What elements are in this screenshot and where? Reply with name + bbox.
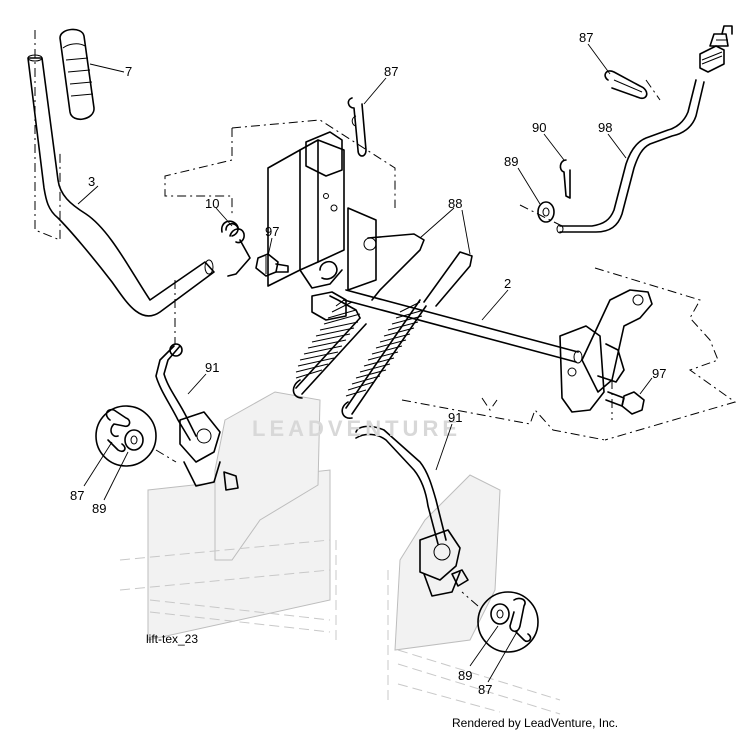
cotter-pin xyxy=(559,159,571,199)
callout-labels: 7 3 87 10 97 88 87 90 98 89 2 97 91 87 8… xyxy=(70,30,666,697)
callout-87-bottom: 87 xyxy=(478,682,492,697)
flange-bolt-left xyxy=(255,253,289,277)
callout-97-left: 97 xyxy=(265,224,279,239)
hairpin-clip-right xyxy=(604,70,648,100)
callout-3: 3 xyxy=(88,174,95,189)
link-rod-right xyxy=(355,425,469,597)
detail-inset-left xyxy=(95,405,177,467)
callout-10: 10 xyxy=(205,196,219,211)
lift-bracket xyxy=(267,131,377,321)
leader-lines xyxy=(77,43,653,683)
link-rod-left xyxy=(155,343,239,491)
assembly-guides xyxy=(34,30,737,441)
callout-90: 90 xyxy=(532,120,546,135)
callout-2: 2 xyxy=(504,276,511,291)
hairpin-clip-top xyxy=(347,97,367,157)
flange-bolt-right xyxy=(605,391,645,415)
callout-91-left: 91 xyxy=(205,360,219,375)
torsion-spring xyxy=(220,220,251,277)
callout-89-bottom: 89 xyxy=(458,668,472,683)
extension-springs xyxy=(292,233,473,419)
mower-deck-ghost xyxy=(119,391,561,715)
callout-88: 88 xyxy=(448,196,462,211)
watermark: LEADVENTURE xyxy=(252,416,461,441)
callout-87-right: 87 xyxy=(579,30,593,45)
diagram-id: lift-tex_23 xyxy=(146,632,199,646)
adjustment-rod xyxy=(556,25,733,234)
lift-lever xyxy=(27,54,215,317)
callout-87-left: 87 xyxy=(70,488,84,503)
callout-87-top: 87 xyxy=(384,64,398,79)
callout-89-right: 89 xyxy=(504,154,518,169)
callout-97-right: 97 xyxy=(652,366,666,381)
detail-inset-right xyxy=(461,591,539,653)
lift-shaft xyxy=(343,289,583,364)
washer-right xyxy=(537,201,555,223)
callout-98: 98 xyxy=(598,120,612,135)
lift-arm-right xyxy=(559,289,653,413)
handle-grip xyxy=(59,28,95,120)
callout-7: 7 xyxy=(125,64,132,79)
callout-91-right: 91 xyxy=(448,410,462,425)
render-credit: Rendered by LeadVenture, Inc. xyxy=(452,716,619,730)
callout-89-left: 89 xyxy=(92,501,106,516)
